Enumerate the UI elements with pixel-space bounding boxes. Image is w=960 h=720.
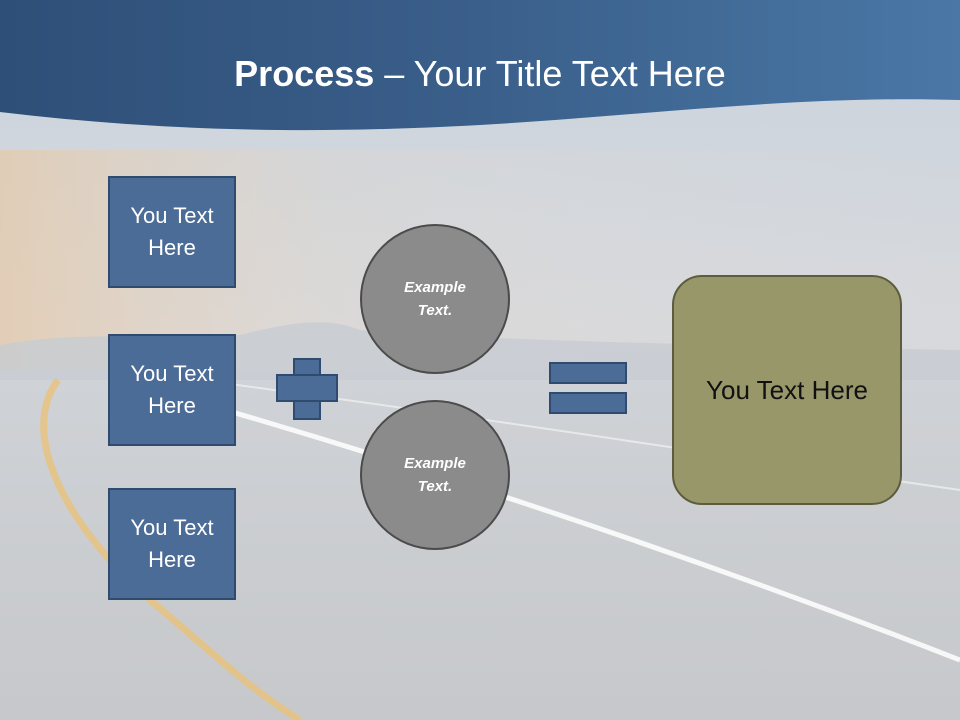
title-rest: Your Title Text Here [413,53,726,94]
plus-center [295,376,319,400]
result-box[interactable]: You Text Here [672,275,902,505]
title-dash: – [374,53,414,94]
header-band [0,0,960,131]
example-circle-2[interactable]: Example Text. [360,400,510,550]
text-box-2[interactable]: You Text Here [108,334,236,446]
slide-title: Process – Your Title Text Here [0,52,960,96]
text-box-1[interactable]: You Text Here [108,176,236,288]
example-circle-1[interactable]: Example Text. [360,224,510,374]
equals-top-bar [549,362,627,384]
equals-bottom-bar [549,392,627,414]
title-bold: Process [234,53,375,94]
text-box-3[interactable]: You Text Here [108,488,236,600]
